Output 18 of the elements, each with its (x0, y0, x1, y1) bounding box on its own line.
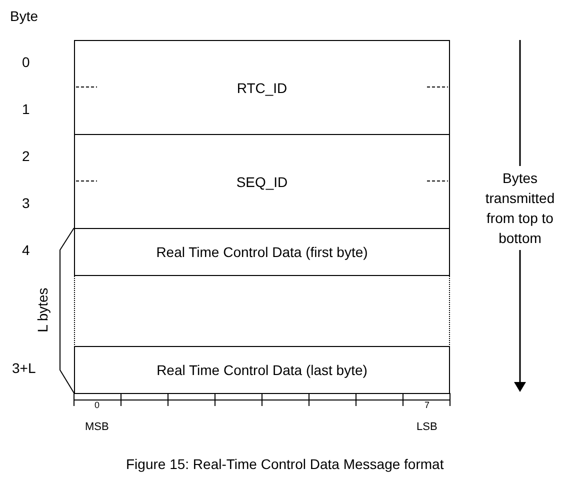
bit-number: 7 (424, 400, 430, 410)
field-row: Real Time Control Data (first byte) (74, 228, 450, 276)
byte-number: 3+L (12, 360, 36, 376)
byte-number: 1 (22, 101, 30, 117)
byte-number: 3 (22, 195, 30, 211)
byte-number: 2 (22, 148, 30, 164)
length-label: L bytes (34, 288, 50, 332)
byte-number: 0 (22, 54, 30, 70)
bit-number: 0 (94, 400, 100, 410)
field-row: Real Time Control Data (last byte) (74, 346, 450, 394)
empty-field-row (74, 275, 450, 347)
byte-number: 4 (22, 242, 30, 258)
column-heading: Byte (10, 8, 38, 24)
field-row: RTC_ID (74, 40, 450, 135)
field-row: SEQ_ID (74, 134, 450, 229)
figure-caption: Figure 15: Real-Time Control Data Message format (126, 456, 444, 472)
bit-label: MSB (85, 421, 109, 433)
bit-label: LSB (416, 421, 438, 433)
